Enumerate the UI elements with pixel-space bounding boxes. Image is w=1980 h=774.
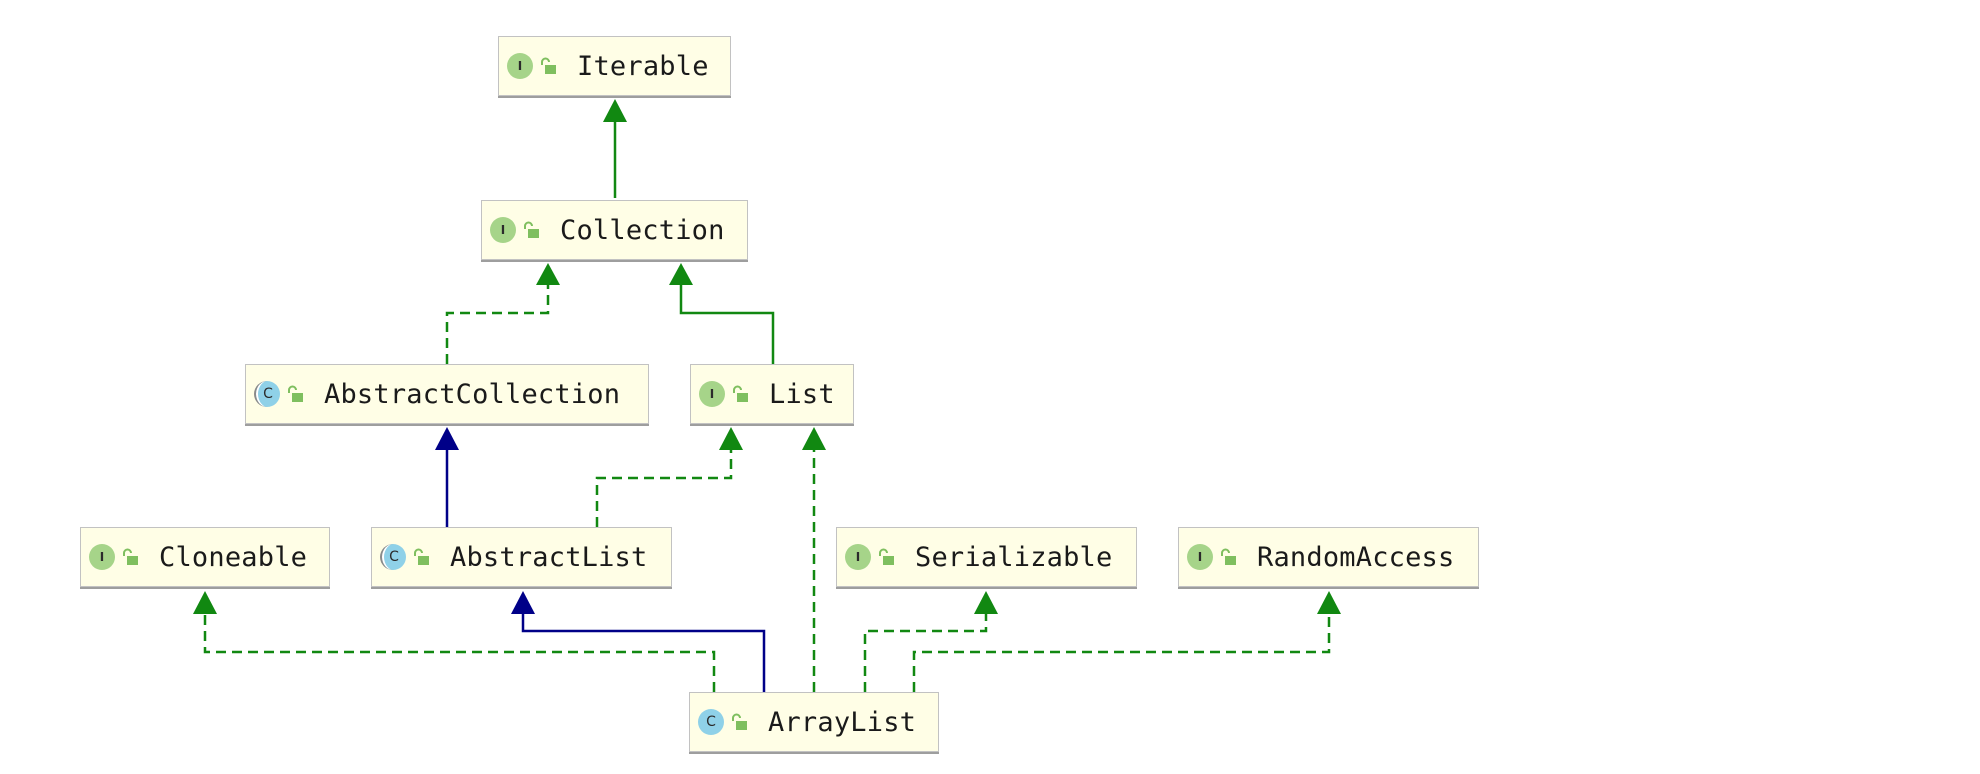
public-icon <box>123 548 138 565</box>
public-icon <box>414 548 429 565</box>
public-icon <box>541 57 556 74</box>
node-label: AbstractList <box>450 541 648 573</box>
node-randomaccess[interactable]: I RandomAccess <box>1178 527 1479 587</box>
interface-icon: I <box>507 53 533 79</box>
interface-icon: I <box>490 217 516 243</box>
edge-abstractlist-list <box>595 427 743 527</box>
edge-arraylist-list <box>802 427 826 692</box>
node-label: AbstractCollection <box>324 378 621 410</box>
class-icon: C <box>698 709 724 735</box>
public-icon <box>732 713 747 730</box>
edge-arraylist-randomaccess <box>912 591 1341 692</box>
node-cloneable[interactable]: I Cloneable <box>80 527 330 587</box>
node-abstractcollection[interactable]: C AbstractCollection <box>245 364 649 424</box>
public-icon <box>288 385 303 402</box>
public-icon <box>524 221 539 238</box>
edge-abstractlist-abstractcollection <box>435 427 459 527</box>
public-icon <box>879 548 894 565</box>
abstract-class-icon: C <box>380 544 406 570</box>
interface-icon: I <box>699 381 725 407</box>
node-list[interactable]: I List <box>690 364 854 424</box>
public-icon <box>1221 548 1236 565</box>
edge-list-collection <box>669 263 775 364</box>
interface-icon: I <box>89 544 115 570</box>
node-label: Serializable <box>915 541 1113 573</box>
node-label: List <box>769 378 835 410</box>
node-label: Iterable <box>577 50 709 82</box>
node-collection[interactable]: I Collection <box>481 200 748 260</box>
edge-collection-iterable <box>603 99 627 198</box>
node-abstractlist[interactable]: C AbstractList <box>371 527 672 587</box>
node-arraylist[interactable]: C ArrayList <box>689 692 939 752</box>
interface-icon: I <box>845 544 871 570</box>
node-label: ArrayList <box>768 706 917 738</box>
interface-icon: I <box>1187 544 1213 570</box>
abstract-class-icon: C <box>254 381 280 407</box>
node-label: Cloneable <box>159 541 308 573</box>
edge-arraylist-cloneable <box>193 591 716 692</box>
edge-arraylist-serializable <box>863 591 998 692</box>
edge-arraylist-abstractlist <box>511 591 766 692</box>
node-label: RandomAccess <box>1257 541 1455 573</box>
node-label: Collection <box>560 214 725 246</box>
node-serializable[interactable]: I Serializable <box>836 527 1137 587</box>
public-icon <box>733 385 748 402</box>
node-iterable[interactable]: I Iterable <box>498 36 731 96</box>
edge-abstractcollection-collection <box>445 263 560 364</box>
